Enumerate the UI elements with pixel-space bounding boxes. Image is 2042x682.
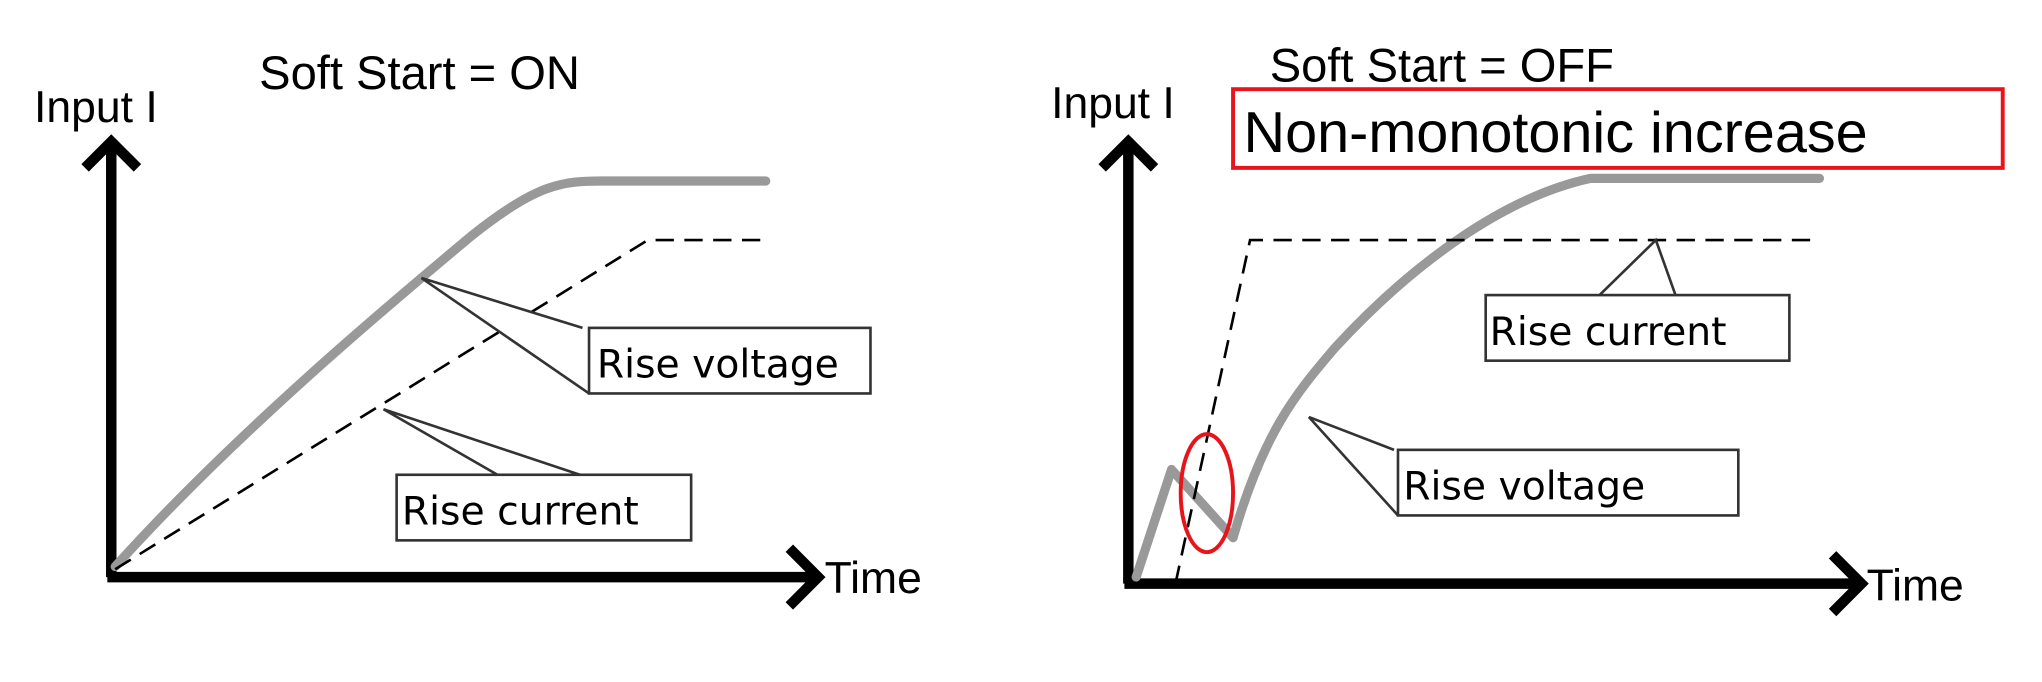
right-current-curve (1174, 238, 1813, 584)
right-voltage-curve (1131, 173, 1825, 582)
highlight-box (1231, 87, 2005, 170)
left-panel: Soft Start = ON Input I Time Rise voltag… (34, 46, 922, 610)
right-voltage-callout: Rise voltage (1403, 465, 1645, 510)
right-current-pointer (1598, 237, 1677, 297)
right-y-axis (1098, 134, 1159, 584)
left-voltage-pointer (420, 276, 590, 395)
right-panel: Soft Start = OFF Input I Time Non-monoto… (1051, 38, 2005, 617)
left-current-callout-box (395, 473, 693, 542)
right-current-callout: Rise current (1490, 310, 1727, 355)
left-x-axis (107, 544, 826, 610)
right-x-label: Time (1867, 562, 1964, 611)
highlight-label: Non-monotonic increase (1244, 101, 1868, 165)
left-x-label: Time (825, 554, 922, 603)
left-title: Soft Start = ON (259, 46, 580, 99)
non-monotonic-circle (1178, 432, 1236, 555)
left-voltage-callout-box (587, 326, 872, 395)
left-y-axis (81, 134, 142, 578)
right-voltage-callout-box (1396, 448, 1740, 517)
left-voltage-callout: Rise voltage (597, 343, 839, 388)
left-y-label: Input I (34, 83, 158, 132)
right-y-label: Input I (1051, 79, 1175, 128)
left-voltage-curve (110, 176, 771, 572)
right-voltage-pointer (1308, 415, 1399, 517)
left-current-pointer (382, 407, 581, 477)
left-current-curve (114, 238, 762, 571)
right-x-axis (1124, 551, 1869, 617)
right-current-callout-box (1484, 293, 1791, 362)
left-current-callout: Rise current (402, 490, 639, 535)
right-title: Soft Start = OFF (1270, 38, 1614, 91)
